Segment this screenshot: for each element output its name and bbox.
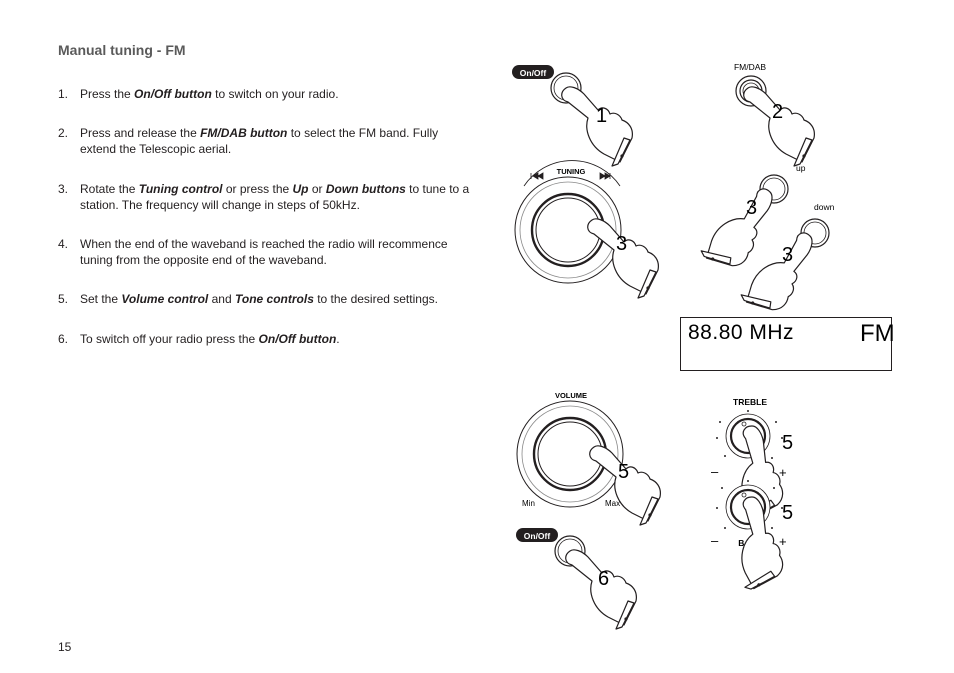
step-marker: 3 bbox=[782, 244, 793, 266]
step-number: 3. bbox=[58, 182, 69, 196]
fmdab-figure: FM/DAB 2 bbox=[734, 62, 815, 167]
step-marker: 1 bbox=[596, 105, 607, 127]
bass-plus-label: + bbox=[779, 534, 787, 549]
step-text-run: Press and release the bbox=[80, 126, 201, 140]
step-number: 4. bbox=[58, 237, 69, 251]
step-text: To switch off your radio press the On/Of… bbox=[80, 331, 476, 347]
hand-icon bbox=[691, 186, 784, 272]
frequency-readout: 88.80 MHz bbox=[688, 321, 794, 344]
onoff-badge bbox=[512, 65, 554, 79]
previous-track-icon bbox=[530, 172, 544, 180]
step-marker: 3 bbox=[746, 197, 757, 219]
step-text: When the end of the waveband is reached … bbox=[80, 236, 476, 268]
step-emphasis: Volume control bbox=[121, 292, 209, 306]
volume-label: VOLUME bbox=[555, 391, 587, 400]
tuning-figure: TUNING 3 bbox=[513, 160, 659, 299]
bass-minus-label: – bbox=[711, 533, 719, 548]
fmdab-label: FM/DAB bbox=[734, 62, 766, 72]
step-text-run: . bbox=[336, 332, 340, 346]
step-number: 6. bbox=[58, 332, 69, 346]
tone-figure: TREBLE – + 5 – BASS + 5 bbox=[703, 397, 808, 600]
step-emphasis: Tone controls bbox=[234, 292, 314, 306]
tuning-label: TUNING bbox=[557, 167, 586, 176]
step-text-run: Press the bbox=[80, 87, 135, 101]
band-readout: FM bbox=[860, 320, 895, 347]
volume-figure: VOLUME Min Max 5 bbox=[515, 391, 661, 526]
step-marker: 5 bbox=[618, 461, 629, 483]
step-number: 2. bbox=[58, 126, 69, 140]
max-label: Max bbox=[605, 499, 620, 508]
step-emphasis: On/Off button bbox=[258, 332, 337, 346]
onoff-label: On/Off bbox=[524, 531, 551, 541]
step-marker: 6 bbox=[598, 568, 609, 590]
step-text-run: To switch off your radio press the bbox=[80, 332, 259, 346]
onoff-badge bbox=[516, 528, 558, 542]
step-marker: 5 bbox=[782, 432, 793, 454]
hand-icon bbox=[743, 86, 815, 167]
step-text-run: Rotate the bbox=[80, 182, 139, 196]
onoff-figure-bottom: On/Off 6 bbox=[516, 528, 637, 630]
down-label: down bbox=[814, 202, 835, 212]
step-text-run: Set the bbox=[80, 292, 122, 306]
step-text-run: to switch on your radio. bbox=[211, 87, 339, 101]
step-emphasis: Up bbox=[292, 182, 309, 196]
onoff-label: On/Off bbox=[520, 68, 547, 78]
section-heading: Manual tuning - FM bbox=[58, 42, 186, 58]
step-emphasis: Down buttons bbox=[325, 182, 406, 196]
step-text-run: or bbox=[308, 182, 326, 196]
step-emphasis: Tuning control bbox=[138, 182, 223, 196]
step-emphasis: FM/DAB button bbox=[200, 126, 288, 140]
step-text: Set the Volume control and Tone controls… bbox=[80, 291, 476, 307]
step-emphasis: On/Off button bbox=[134, 87, 212, 101]
step-marker: 3 bbox=[616, 233, 627, 255]
step-text: Rotate the Tuning control or press the U… bbox=[80, 181, 476, 213]
step-text-run: to select the FM band. Fully extend the … bbox=[80, 126, 439, 156]
step-marker: 2 bbox=[772, 101, 783, 123]
page-number: 15 bbox=[58, 640, 72, 654]
onoff-figure-top: On/Off 1 bbox=[512, 65, 633, 167]
up-label: up bbox=[796, 163, 806, 173]
step-number: 5. bbox=[58, 292, 69, 306]
next-track-icon bbox=[599, 172, 611, 180]
step-text-run: and bbox=[208, 292, 235, 306]
step-text-run: to tune to a station. The frequency will… bbox=[80, 182, 470, 212]
step-marker: 5 bbox=[782, 502, 793, 524]
step-text: Press the On/Off button to switch on you… bbox=[80, 86, 476, 102]
lcd-display: 88.80 MHz FM bbox=[680, 317, 895, 371]
step-text-run: When the end of the waveband is reached … bbox=[80, 237, 448, 267]
treble-plus-label: + bbox=[779, 465, 787, 480]
treble-label: TREBLE bbox=[733, 397, 767, 407]
treble-minus-label: – bbox=[711, 464, 719, 479]
min-label: Min bbox=[522, 499, 535, 508]
step-text: Press and release the FM/DAB button to s… bbox=[80, 125, 476, 157]
step-text-run: to the desired settings. bbox=[313, 292, 438, 306]
step-number: 1. bbox=[58, 87, 69, 101]
up-down-figure: up 3 down 3 bbox=[691, 163, 835, 316]
step-text-run: or press the bbox=[222, 182, 293, 196]
